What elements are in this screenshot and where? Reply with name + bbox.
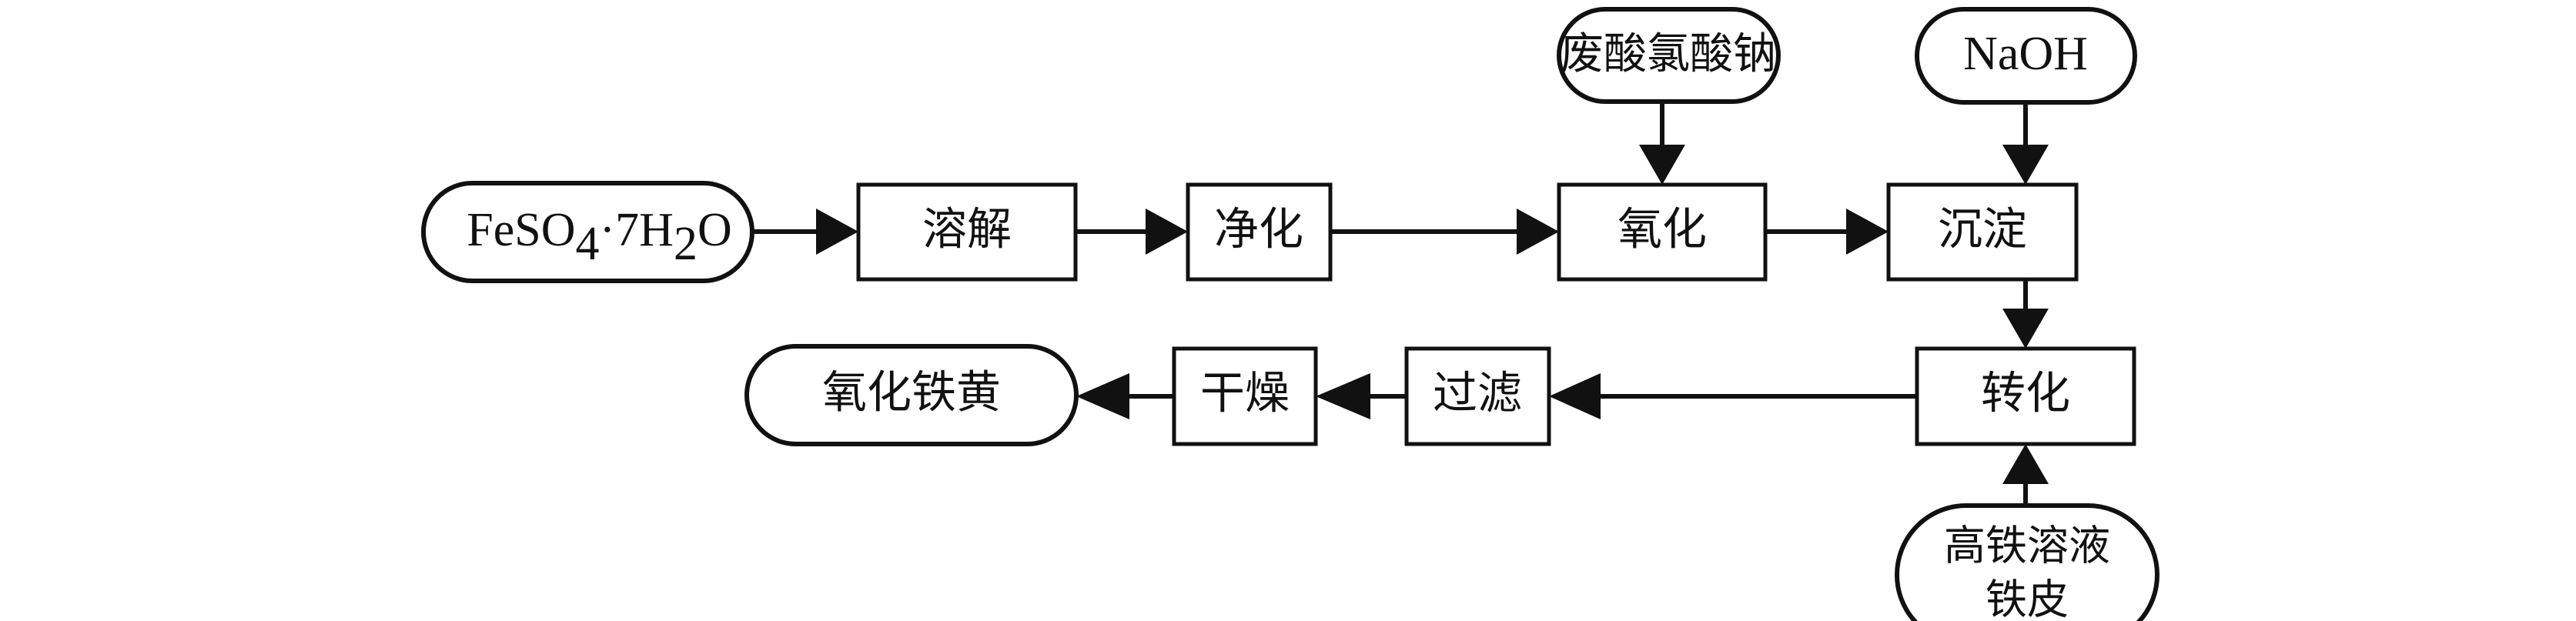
node-high-iron-solution-iron-scale[interactable]: 高铁溶液 铁皮 bbox=[1895, 503, 2159, 621]
edge-dry-to-product bbox=[1076, 373, 1174, 419]
node-feso4-7h2o[interactable]: FeSO4·7H2O bbox=[360, 181, 815, 283]
node-convert-label: 转化 bbox=[1981, 368, 2070, 418]
feso4-label-post: O bbox=[698, 204, 732, 256]
node-iron-oxide-yellow-product[interactable]: 氧化铁黄 bbox=[744, 344, 1079, 446]
edge-precipitate-to-convert bbox=[2002, 279, 2049, 349]
edge-convert-to-filter bbox=[1549, 373, 1917, 419]
node-precipitate-label: 沉淀 bbox=[1938, 204, 2027, 254]
node-filter[interactable]: 过滤 bbox=[1404, 346, 1551, 446]
node-dissolve[interactable]: 溶解 bbox=[856, 182, 1078, 282]
edge-dissolve-to-purify bbox=[1076, 209, 1188, 255]
node-purify-label: 净化 bbox=[1214, 204, 1303, 254]
node-dissolve-label: 溶解 bbox=[922, 204, 1012, 254]
node-oxidize[interactable]: 氧化 bbox=[1557, 182, 1768, 282]
feso4-label-pre: FeSO bbox=[467, 204, 575, 256]
node-naoh-label: NaOH bbox=[1963, 28, 2088, 80]
edge-filter-to-dry bbox=[1316, 373, 1407, 419]
node-filter-label: 过滤 bbox=[1433, 368, 1522, 418]
node-iron-solution-label-line1: 高铁溶液 bbox=[1944, 523, 2110, 569]
feso4-label-sub1: 4 bbox=[576, 218, 600, 270]
node-dry-label: 干燥 bbox=[1200, 368, 1290, 418]
node-purify[interactable]: 净化 bbox=[1186, 182, 1333, 282]
feso4-label-mid: ·7H bbox=[600, 204, 674, 256]
edge-ironsolution-to-convert bbox=[2002, 444, 2049, 506]
edge-oxidize-to-precipitate bbox=[1765, 209, 1889, 255]
node-iron-solution-label-line2: 铁皮 bbox=[1986, 576, 2069, 621]
edge-feso4-to-dissolve bbox=[752, 209, 858, 255]
node-precipitate[interactable]: 沉淀 bbox=[1886, 182, 2079, 282]
node-dry[interactable]: 干燥 bbox=[1172, 346, 1318, 446]
node-product-label: 氧化铁黄 bbox=[822, 367, 1001, 417]
edge-naoh-to-precipitate bbox=[2002, 102, 2049, 185]
edge-wasteacid-to-oxidize bbox=[1639, 102, 1685, 185]
node-convert[interactable]: 转化 bbox=[1915, 346, 2136, 446]
edge-purify-to-oxidize bbox=[1330, 209, 1559, 255]
feso4-label-sub2: 2 bbox=[674, 218, 698, 270]
svg-text:FeSO4·7H2O: FeSO4·7H2O bbox=[360, 204, 815, 270]
node-waste-acid-label: 废酸氯酸钠 bbox=[1561, 31, 1776, 78]
node-naoh[interactable]: NaOH bbox=[1915, 7, 2137, 105]
node-oxidize-label: 氧化 bbox=[1618, 204, 1707, 254]
node-waste-acid-sodium-chlorate[interactable]: 废酸氯酸钠 bbox=[1557, 7, 1781, 104]
edge-group bbox=[752, 102, 2049, 506]
